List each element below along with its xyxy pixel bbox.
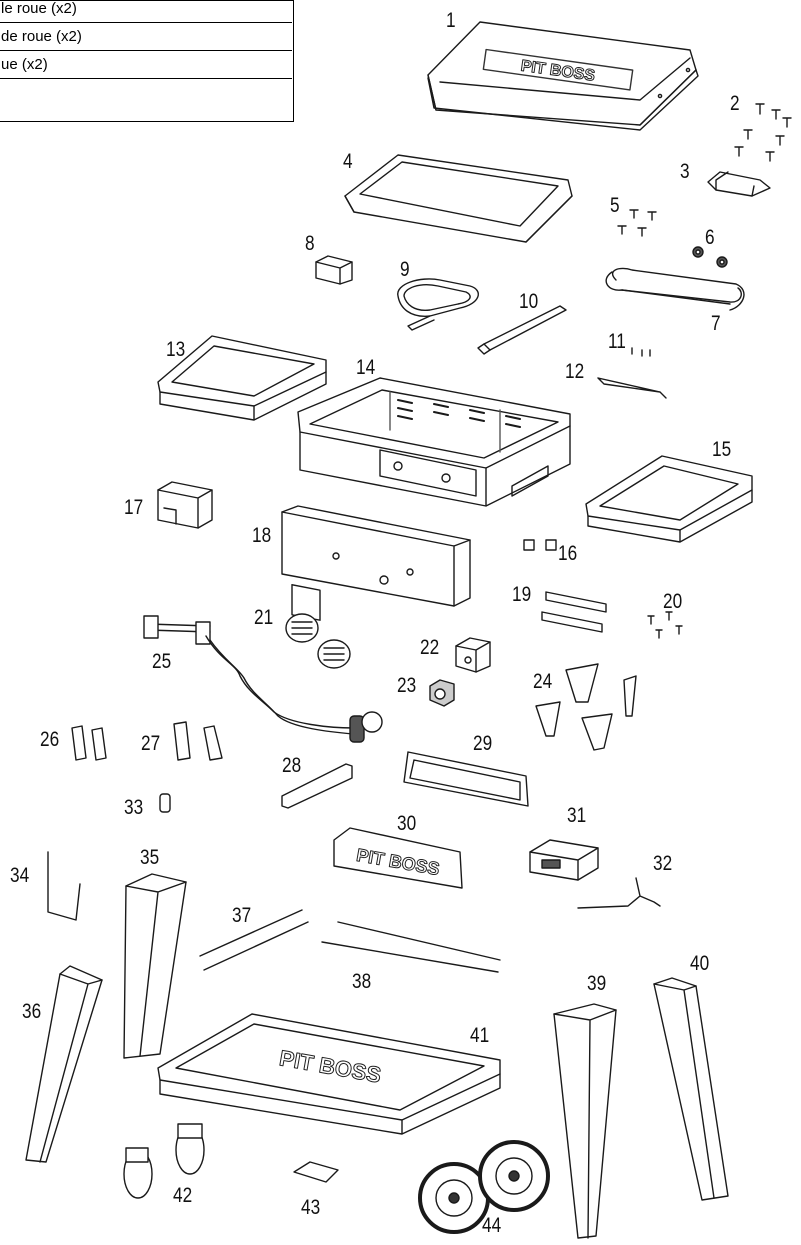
label-part-25: 25 bbox=[152, 650, 172, 673]
label-part-37: 37 bbox=[232, 904, 252, 927]
label-part-42: 42 bbox=[173, 1184, 193, 1207]
label-part-1: 1 bbox=[446, 9, 456, 32]
part-43-clip bbox=[293, 1161, 339, 1183]
part-41-bottom-shelf: PIT BOSS bbox=[157, 1013, 501, 1135]
part-26-clips bbox=[71, 725, 107, 761]
parts-legend-table: le roue (x2) de roue (x2) ue (x2) bbox=[0, 0, 294, 122]
part-16-clips bbox=[523, 539, 557, 551]
part-21-knobs bbox=[285, 613, 351, 669]
label-part-15: 15 bbox=[712, 438, 732, 461]
part-25-gas-hose bbox=[143, 615, 383, 743]
part-20-screws bbox=[647, 611, 683, 639]
part-4-griddle-tray bbox=[344, 154, 573, 243]
label-part-13: 13 bbox=[166, 338, 186, 361]
part-42-casters bbox=[123, 1123, 205, 1199]
legend-row: le roue (x2) bbox=[0, 0, 292, 23]
label-part-19: 19 bbox=[512, 583, 532, 606]
label-part-11: 11 bbox=[608, 330, 626, 353]
part-27-clips bbox=[173, 721, 223, 761]
label-part-4: 4 bbox=[343, 150, 353, 173]
label-part-17: 17 bbox=[124, 496, 144, 519]
part-32-igniter-wire bbox=[577, 877, 661, 909]
label-part-29: 29 bbox=[473, 732, 493, 755]
legend-row: ue (x2) bbox=[0, 51, 292, 79]
label-part-18: 18 bbox=[252, 524, 272, 547]
part-1-lid: PIT BOSS bbox=[427, 21, 699, 131]
part-12-wire bbox=[597, 377, 667, 399]
part-24-feet bbox=[535, 663, 637, 751]
label-part-3: 3 bbox=[680, 160, 690, 183]
part-11-small-screws bbox=[631, 347, 651, 357]
label-part-26: 26 bbox=[40, 728, 60, 751]
label-part-14: 14 bbox=[356, 356, 376, 379]
label-part-12: 12 bbox=[565, 360, 585, 383]
part-2-screws bbox=[734, 103, 792, 162]
part-10-tube bbox=[477, 305, 567, 355]
part-7-handle bbox=[605, 267, 745, 311]
label-part-40: 40 bbox=[690, 952, 710, 975]
label-part-41: 41 bbox=[470, 1024, 490, 1047]
label-part-43: 43 bbox=[301, 1196, 321, 1219]
part-9-burner bbox=[397, 278, 479, 331]
label-part-9: 9 bbox=[400, 258, 410, 281]
part-17-control-box bbox=[157, 481, 213, 529]
label-part-38: 38 bbox=[352, 970, 372, 993]
part-19-brackets bbox=[541, 591, 607, 633]
part-18-front-panel bbox=[281, 505, 471, 621]
part-35-leg bbox=[123, 873, 187, 1059]
label-part-20: 20 bbox=[663, 590, 683, 613]
part-38-rods bbox=[321, 921, 501, 973]
part-29-frame bbox=[403, 751, 529, 807]
label-part-30: 30 bbox=[397, 812, 417, 835]
legend-row: de roue (x2) bbox=[0, 23, 292, 51]
part-31-power-module bbox=[529, 839, 599, 881]
label-part-21: 21 bbox=[254, 606, 274, 629]
label-part-34: 34 bbox=[10, 864, 30, 887]
label-part-22: 22 bbox=[420, 636, 440, 659]
part-40-leg bbox=[653, 977, 729, 1201]
label-part-36: 36 bbox=[22, 1000, 42, 1023]
label-part-16: 16 bbox=[558, 542, 578, 565]
label-part-5: 5 bbox=[610, 194, 620, 217]
label-part-33: 33 bbox=[124, 796, 144, 819]
part-36-leg bbox=[25, 965, 103, 1163]
part-13-side-shelf bbox=[157, 335, 327, 421]
part-3-bracket bbox=[707, 171, 771, 197]
label-part-35: 35 bbox=[140, 846, 160, 869]
part-5-bolts bbox=[617, 209, 657, 237]
part-28-bracket bbox=[281, 763, 353, 809]
label-part-27: 27 bbox=[141, 732, 161, 755]
part-14-main-body bbox=[297, 377, 571, 507]
part-39-leg bbox=[553, 1003, 617, 1239]
part-37-rods bbox=[199, 909, 309, 971]
label-part-24: 24 bbox=[533, 670, 553, 693]
part-34-rod-bracket bbox=[47, 851, 81, 921]
part-6-washers bbox=[692, 246, 728, 268]
label-part-32: 32 bbox=[653, 852, 673, 875]
part-8-small-box bbox=[315, 255, 353, 285]
part-15-side-shelf bbox=[585, 455, 753, 543]
part-44-wheels bbox=[418, 1140, 550, 1234]
label-part-44: 44 bbox=[482, 1214, 502, 1237]
part-33-hook bbox=[159, 793, 171, 813]
label-part-2: 2 bbox=[730, 92, 740, 115]
label-part-23: 23 bbox=[397, 674, 417, 697]
part-30-logo-panel: PIT BOSS bbox=[333, 827, 463, 889]
label-part-6: 6 bbox=[705, 226, 715, 249]
part-23-igniter bbox=[429, 679, 455, 707]
label-part-28: 28 bbox=[282, 754, 302, 777]
label-part-31: 31 bbox=[567, 804, 587, 827]
label-part-7: 7 bbox=[711, 312, 721, 335]
label-part-8: 8 bbox=[305, 232, 315, 255]
label-part-39: 39 bbox=[587, 972, 607, 995]
label-part-10: 10 bbox=[519, 290, 539, 313]
part-22-cube bbox=[455, 637, 491, 673]
